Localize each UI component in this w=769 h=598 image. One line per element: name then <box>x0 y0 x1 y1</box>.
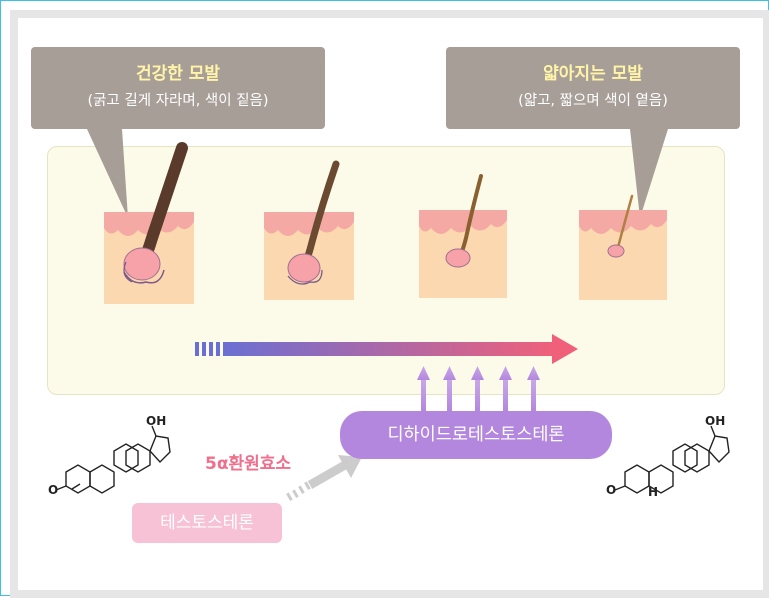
enzyme-label: 5α환원효소 <box>205 454 292 474</box>
healthy-hair-title: 건강한 모발 <box>135 64 221 84</box>
callout-left-tail <box>87 129 128 218</box>
hair-stage-1 <box>104 142 194 304</box>
dht-o-label: O <box>606 483 617 497</box>
healthy-hair-callout: 건강한 모발 (굵고 길게 자라며, 색이 짙음) <box>31 47 325 129</box>
hair-stage-2 <box>264 160 354 300</box>
testosterone-oh-label: OH <box>146 414 167 428</box>
hair-stage-4 <box>579 194 667 300</box>
thinning-hair-callout: 얇아지는 모발 (얇고, 짧으며 색이 옅음) <box>446 47 740 129</box>
testosterone-label: 테스토스테론 <box>132 503 282 543</box>
conversion-arrow <box>286 455 362 501</box>
thinning-hair-description: (얇고, 짧으며 색이 옅음) <box>518 93 668 109</box>
thinning-hair-title: 얇아지는 모발 <box>543 64 643 84</box>
dht-label: 디하이드로테스토스테론 <box>340 411 612 459</box>
callout-right-tail <box>630 129 668 218</box>
dht-h-label: H <box>648 485 659 499</box>
progression-arrow <box>195 334 578 364</box>
dht-oh-label: OH <box>705 414 726 428</box>
hair-stage-3 <box>419 174 507 298</box>
dht-molecule <box>614 425 730 494</box>
testosterone-o-label: O <box>48 483 59 497</box>
dht-upward-arrows <box>417 366 540 412</box>
healthy-hair-description: (굵고 길게 자라며, 색이 짙음) <box>87 93 269 109</box>
testosterone-molecule <box>55 425 171 494</box>
